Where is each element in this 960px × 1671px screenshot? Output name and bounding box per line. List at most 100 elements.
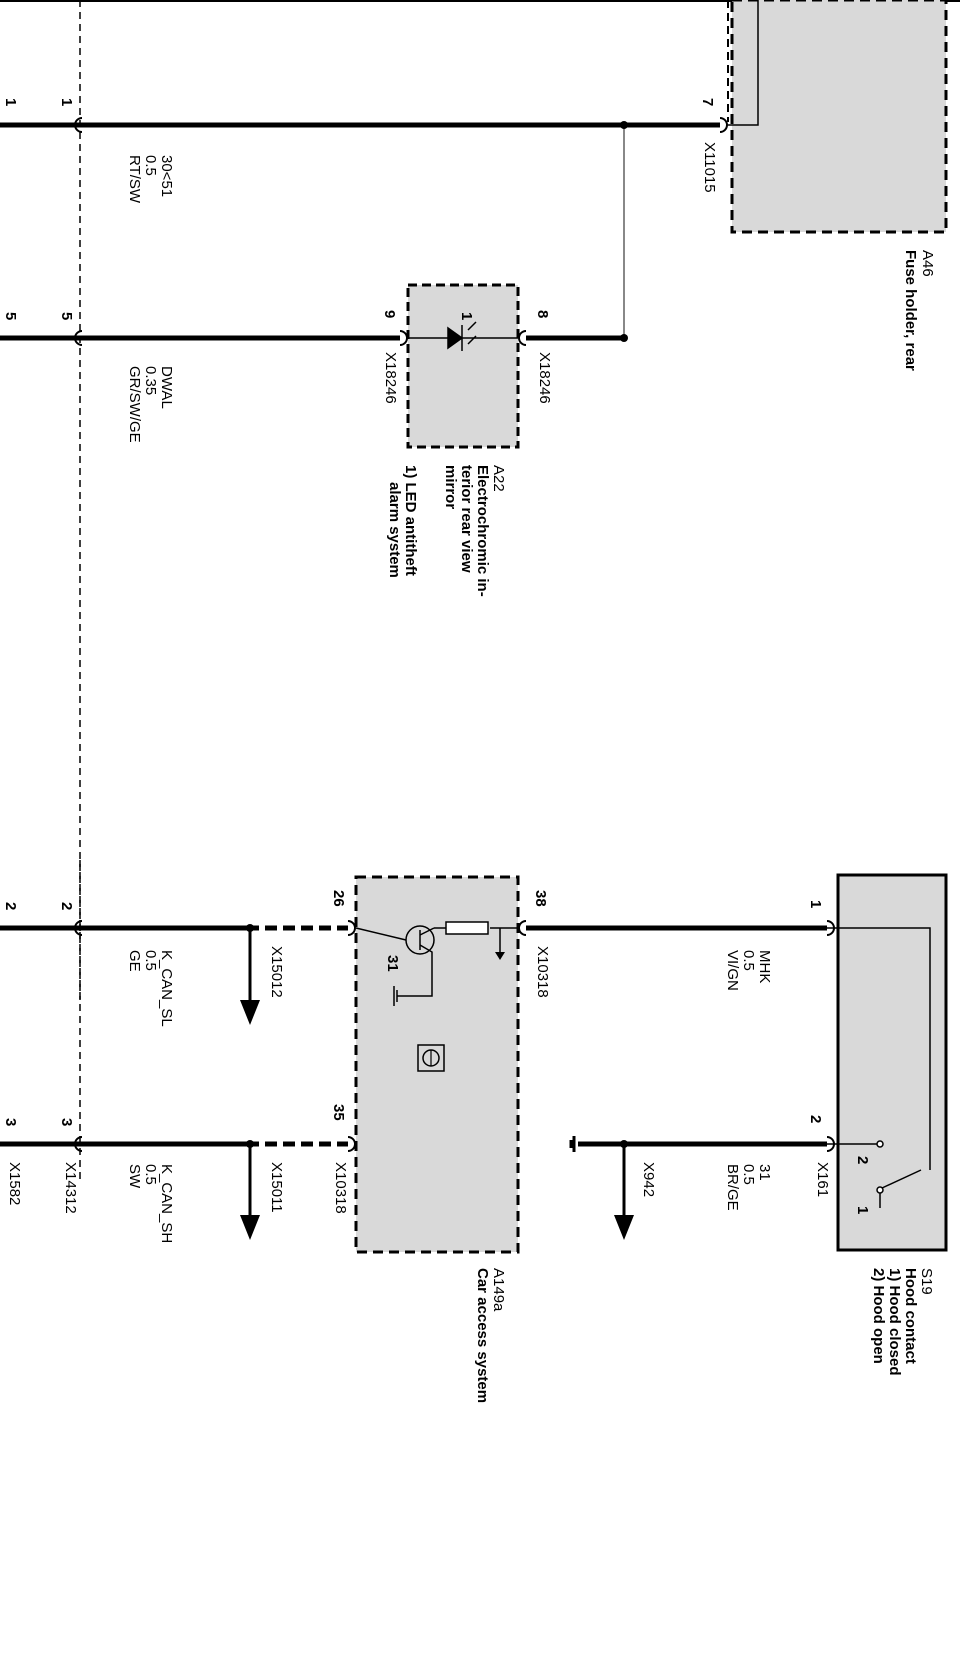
a149a-connector-x10318-bottom: X10318 [332, 1162, 349, 1214]
splice-dot [620, 121, 628, 129]
wire-5-color: GR/SW/GE [126, 366, 143, 443]
wire-ground-signal: 31 [756, 1164, 773, 1181]
s19-switch-pos-2: 2 [854, 1156, 871, 1164]
wire-k-can-sh-signal: K_CAN_SH [158, 1164, 175, 1243]
connector-mark [826, 920, 835, 936]
connector-x15011: X15011 [268, 1162, 285, 1213]
a149a-ground-icon [393, 986, 398, 1006]
a22-connector-x18246-bottom: X18246 [382, 352, 399, 404]
s19-switch-contact-2 [876, 1140, 884, 1148]
wire-k-can-sl-gauge: 0.5 [142, 950, 159, 971]
pin-border-2: 2 [58, 902, 75, 910]
connector-mark [74, 920, 83, 936]
wire-k-can-sh-gauge: 0.5 [142, 1164, 159, 1185]
connector-x15012: X15012 [268, 946, 285, 998]
a149a-name: Car access system [474, 1268, 491, 1403]
a149a-pullup-arrow-icon [495, 952, 505, 960]
wire-5-gauge: 0.35 [142, 366, 159, 395]
a22-desc-line-4: 1) LED antitheft [402, 465, 419, 576]
a149a-transistor-lead [355, 927, 407, 941]
pin-border-1: 1 [58, 98, 75, 106]
s19-id: S19 [918, 1268, 935, 1295]
a46-pin-7: 7 [699, 98, 716, 106]
a22-desc-line-3: mirror [442, 465, 459, 509]
a149a-car-access-box [354, 875, 520, 1254]
s19-hood-contact-box [836, 873, 948, 1252]
wire-1-signal: 30<51 [158, 155, 175, 197]
pin-edge-3: 3 [2, 1118, 19, 1126]
a149a-transistor-collector [419, 927, 435, 936]
connector-x1582: X1582 [6, 1162, 23, 1205]
a22-pin-8: 8 [534, 310, 551, 318]
a22-led-ray [467, 335, 477, 345]
wire-1-color: RT/SW [126, 155, 143, 204]
connector-x14312: X14312 [62, 1162, 79, 1214]
pin-edge-1: 1 [2, 98, 19, 106]
a22-desc-line-1: Electrochromic in- [474, 465, 491, 597]
connector-mark [347, 1136, 356, 1152]
wire-mhk-gauge: 0.5 [740, 950, 757, 971]
s19-desc-line-1: Hood contact [902, 1268, 919, 1364]
wire-mhk-color: VI/GN [724, 950, 741, 991]
a22-id: A22 [490, 465, 507, 492]
a22-inner-pin: 1 [458, 312, 475, 320]
wire-k-can-sl-color: GE [126, 950, 143, 972]
connector-mark [719, 117, 728, 133]
pin-border-3: 3 [58, 1118, 75, 1126]
a149a-pin-38: 38 [532, 890, 549, 907]
wire-ground-color: BR/GE [724, 1164, 741, 1211]
wire-mhk-signal: MHK [756, 950, 773, 983]
connector-mark [74, 1136, 83, 1152]
wire-1-gauge: 0.5 [142, 155, 159, 176]
x15012-arrow-icon [240, 1000, 260, 1025]
a22-led-ray [467, 321, 477, 331]
connector-mark [518, 330, 527, 346]
wire-ground-gauge: 0.5 [740, 1164, 757, 1185]
s19-desc-line-3: 2) Hood open [870, 1268, 887, 1364]
connector-x942: X942 [640, 1162, 657, 1197]
wire-5-signal: DWAL [158, 366, 175, 409]
a46-connector-x11015: X11015 [701, 142, 718, 193]
x15011-arrow-icon [240, 1215, 260, 1240]
x942-arrow-icon [614, 1215, 634, 1240]
s19-desc-line-2: 1) Hood closed [886, 1268, 903, 1376]
a149a-id: A149a [490, 1268, 507, 1312]
pin-border-5: 5 [58, 312, 75, 320]
a22-mirror-box [406, 283, 520, 449]
a46-fuse-holder-box [730, 0, 948, 234]
connector-mark [74, 117, 83, 133]
a22-led-icon [447, 325, 464, 351]
splice-dot [620, 334, 628, 342]
s19-internal-line [827, 927, 931, 1170]
connector-mark [347, 920, 356, 936]
a22-pin-9: 9 [381, 310, 398, 318]
s19-pin-2: 2 [807, 1115, 824, 1123]
a22-desc-line-5: alarm system [386, 482, 403, 578]
wire-k-can-sl-signal: K_CAN_SL [158, 950, 175, 1027]
s19-pin-1: 1 [807, 900, 824, 908]
a22-connector-x18246-top: X18246 [536, 352, 553, 404]
connector-mark [826, 1136, 835, 1152]
s19-connector-x161: X161 [814, 1162, 831, 1197]
a149a-transistor-emitter [397, 944, 433, 997]
ground-end-icon [569, 1136, 576, 1152]
connector-mark [74, 330, 83, 346]
a149a-control-unit-icon [417, 1044, 445, 1072]
s19-switch-pos-1: 1 [854, 1206, 871, 1214]
pin-edge-5: 5 [2, 312, 19, 320]
connector-mark [399, 330, 408, 346]
s19-switch-blade [881, 1169, 922, 1189]
wire-k-can-sh-color: SW [126, 1164, 143, 1189]
a22-desc-line-2: terior rear view [458, 465, 475, 573]
a46-internal-trace [727, 0, 759, 126]
pin-edge-2: 2 [2, 902, 19, 910]
a149a-pin-35: 35 [330, 1104, 347, 1121]
a46-id: A46 [919, 250, 936, 277]
a149a-ground-label: 31 [384, 955, 401, 972]
a46-name: Fuse holder, rear [902, 250, 919, 371]
a149a-pin-26: 26 [330, 890, 347, 907]
a149a-resistor-icon [445, 921, 489, 935]
connector-mark [518, 920, 527, 936]
a149a-connector-x10318-top: X10318 [534, 946, 551, 998]
